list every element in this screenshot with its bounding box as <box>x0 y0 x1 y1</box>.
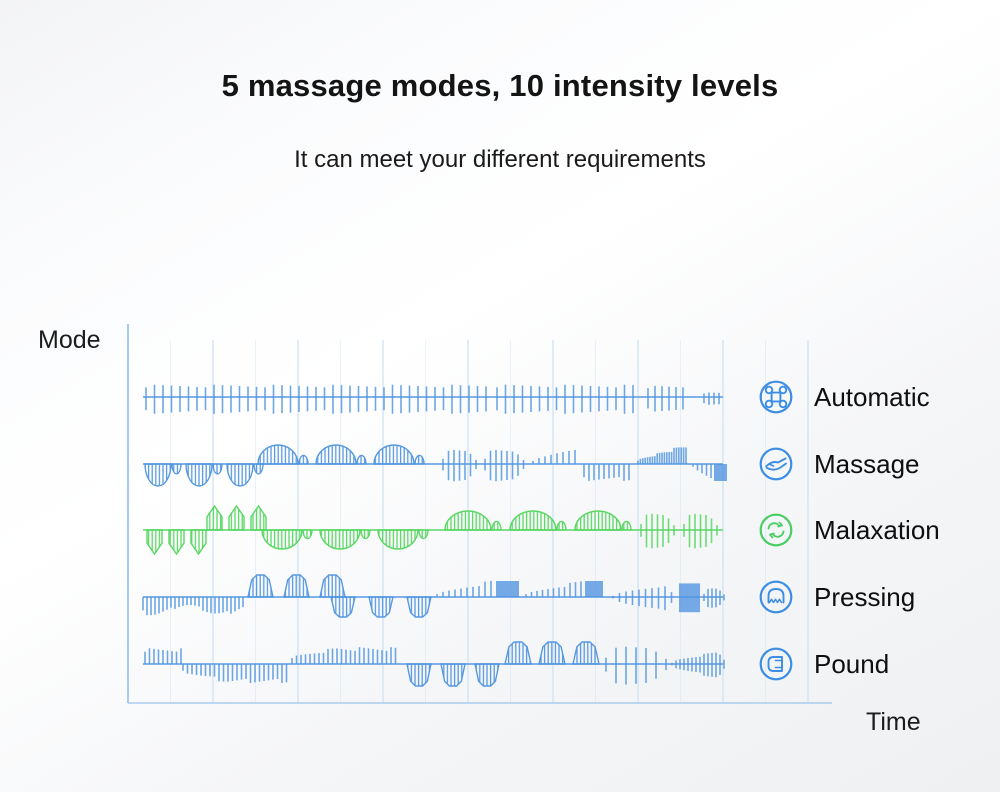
mode-label: Massage <box>814 449 920 479</box>
mode-legend-item-massage: Massage <box>758 446 920 482</box>
pressing-palm-icon <box>759 580 793 614</box>
mode-label: Malaxation <box>814 515 940 545</box>
command-keys-icon <box>759 380 793 414</box>
pounding-fist-icon <box>759 647 793 681</box>
x-axis-label: Time <box>866 708 921 736</box>
mode-label: Pound <box>814 649 890 679</box>
mode-legend-item-automatic: Automatic <box>758 379 930 415</box>
page-subtitle: It can meet your different requirements <box>294 146 706 173</box>
mode-legend-item-pressing: Pressing <box>758 579 915 615</box>
page-title: 5 massage modes, 10 intensity levels <box>221 68 779 103</box>
mode-legend-item-malaxation: Malaxation <box>758 512 940 548</box>
mode-label: Pressing <box>814 582 916 612</box>
mode-label: Automatic <box>814 382 930 412</box>
mode-legend-item-pound: Pound <box>758 646 889 682</box>
kneading-rotate-icon <box>759 513 793 547</box>
y-axis-label: Mode <box>38 326 101 354</box>
stroking-hand-icon <box>759 447 793 481</box>
